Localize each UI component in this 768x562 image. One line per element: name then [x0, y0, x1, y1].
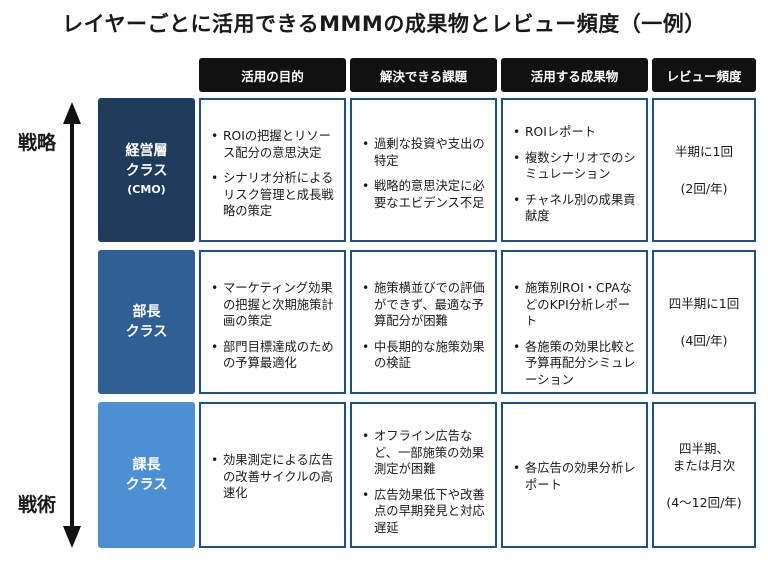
cell-section-chief-purpose: 効果測定による広告の改善サイクルの高速化 — [199, 402, 346, 548]
cell-section-chief-issues: オフライン広告など、一部施策の効果測定が困難 広告効果低下や改善点の早期発見と対… — [350, 402, 497, 548]
list-item: 施策横並びでの評価ができず、最適な予算配分が困難 — [360, 280, 487, 330]
vertical-double-arrow — [63, 102, 81, 548]
list-item: 各広告の効果分析レポート — [511, 460, 638, 493]
list-item: ROIの把握とリソース配分の意思決定 — [209, 128, 336, 161]
row-header-executive: 経営層 クラス (CMO) — [98, 98, 195, 242]
row-header-line: クラス — [125, 324, 168, 340]
column-header-frequency: レビュー頻度 — [652, 58, 756, 92]
axis-label-tactics: 戦術 — [17, 494, 56, 516]
list-item: オフライン広告など、一部施策の効果測定が困難 — [360, 428, 487, 478]
frequency-text: または月次 — [672, 457, 736, 473]
frequency-text: 半期に1回 — [675, 144, 733, 159]
frequency-count: (2回/年) — [680, 181, 728, 196]
cell-executive-issues: 過剰な投資や支出の特定 戦略的意思決定に必要なエビデンス不足 — [350, 98, 497, 242]
list-item: 戦略的意思決定に必要なエビデンス不足 — [360, 178, 487, 211]
column-header-outputs: 活用する成果物 — [501, 58, 648, 92]
list-item: 広告効果低下や改善点の早期発見と対応遅延 — [360, 487, 487, 537]
frequency-text: 四半期に1回 — [668, 296, 740, 311]
cell-section-chief-frequency: 四半期、 または月次 (4〜12回/年) — [652, 402, 756, 548]
list-item: 施策別ROI・CPAなどのKPI分析レポート — [511, 280, 638, 330]
cell-manager-outputs: 施策別ROI・CPAなどのKPI分析レポート 各施策の効果比較と予算再配分シミュ… — [501, 250, 648, 394]
cell-executive-frequency: 半期に1回 (2回/年) — [652, 98, 756, 242]
list-item: チャネル別の成果貢献度 — [511, 192, 638, 225]
list-item: 各施策の効果比較と予算再配分シミュレーション — [511, 339, 638, 389]
list-item: 部門目標達成のための予算最適化 — [209, 339, 336, 372]
cell-section-chief-outputs: 各広告の効果分析レポート — [501, 402, 648, 548]
list-item: ROIレポート — [511, 124, 638, 141]
row-header-manager: 部長 クラス — [98, 250, 195, 394]
row-header-line: 課長 — [132, 457, 161, 473]
page-title: レイヤーごとに活用できるMMMの成果物とレビュー頻度（一例） — [62, 12, 706, 36]
row-header-line: (CMO) — [127, 183, 166, 196]
row-header-line: 部長 — [132, 304, 161, 320]
frequency-count: (4回/年) — [680, 333, 728, 348]
list-item: マーケティング効果の把握と次期施策計画の策定 — [209, 280, 336, 330]
frequency-count: (4〜12回/年) — [666, 494, 742, 510]
row-header-line: 経営層 — [125, 143, 168, 159]
row-header-section-chief: 課長 クラス — [98, 402, 195, 548]
row-header-line: クラス — [125, 163, 168, 179]
list-item: 複数シナリオでのシミュレーション — [511, 150, 638, 183]
cell-executive-purpose: ROIの把握とリソース配分の意思決定 シナリオ分析によるリスク管理と成長戦略の策… — [199, 98, 346, 242]
row-header-line: クラス — [125, 477, 168, 493]
column-header-issues: 解決できる課題 — [350, 58, 497, 92]
cell-manager-frequency: 四半期に1回 (4回/年) — [652, 250, 756, 394]
list-item: 効果測定による広告の改善サイクルの高速化 — [209, 452, 336, 502]
frequency-text: 四半期、 — [678, 440, 729, 456]
list-item: 過剰な投資や支出の特定 — [360, 136, 487, 169]
axis-label-strategy: 戦略 — [17, 132, 56, 154]
cell-manager-purpose: マーケティング効果の把握と次期施策計画の策定 部門目標達成のための予算最適化 — [199, 250, 346, 394]
list-item: 中長期的な施策効果の検証 — [360, 339, 487, 372]
list-item: シナリオ分析によるリスク管理と成長戦略の策定 — [209, 170, 336, 220]
cell-executive-outputs: ROIレポート 複数シナリオでのシミュレーション チャネル別の成果貢献度 — [501, 98, 648, 242]
column-header-purpose: 活用の目的 — [199, 58, 346, 92]
cell-manager-issues: 施策横並びでの評価ができず、最適な予算配分が困難 中長期的な施策効果の検証 — [350, 250, 497, 394]
